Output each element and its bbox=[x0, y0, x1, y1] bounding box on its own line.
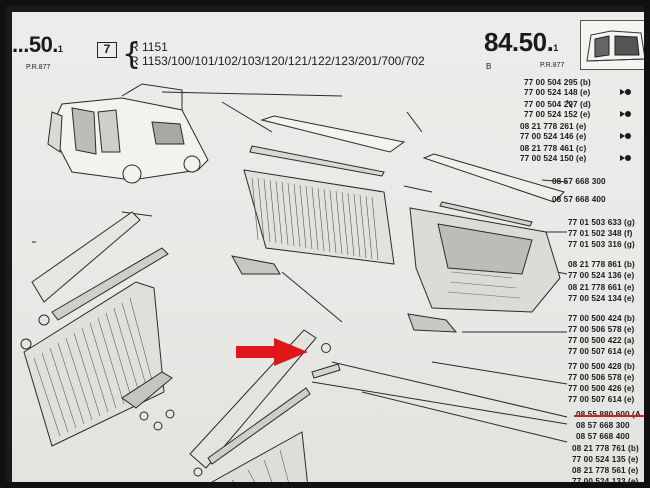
thumbnail-car-doors-image bbox=[580, 20, 644, 70]
part-number: 77 01 502 348 (f) bbox=[568, 229, 633, 238]
part-number: 77 00 524 136 (e) bbox=[568, 271, 635, 280]
part-number: 08 57 668 400 bbox=[552, 195, 606, 204]
part-number: 08 57 668 400 bbox=[576, 432, 630, 441]
part-number: 77 00 500 428 (b) bbox=[568, 362, 635, 371]
part-number: 08 57 668 300 bbox=[552, 177, 606, 186]
left-pr-code: P.R.877 bbox=[26, 64, 51, 71]
right-page-suffix: B bbox=[486, 62, 492, 71]
red-arrow-icon bbox=[236, 338, 308, 366]
part-number: 08 21 778 261 (e) bbox=[520, 122, 587, 131]
part-number: 77 00 506 578 (e) bbox=[568, 373, 635, 382]
right-page-number: 84.50.1 bbox=[484, 27, 558, 57]
part-number: 08 21 778 761 (b) bbox=[572, 444, 639, 453]
part-number: 77 00 524 135 (e) bbox=[572, 455, 639, 464]
part-number: 77 00 524 146 (e) bbox=[520, 132, 587, 141]
part-number: 77 00 524 150 (e) bbox=[520, 154, 587, 163]
part-number: 77 01 503 316 (g) bbox=[568, 240, 635, 249]
part-number: 77 01 503 633 (g) bbox=[568, 218, 635, 227]
exploded-view-illustration bbox=[20, 83, 631, 482]
part-number: 77 00 504 295 (b) bbox=[524, 78, 591, 87]
car-overview-icon bbox=[47, 83, 209, 184]
highlighted-part-number: 08 55 880 600 (A bbox=[576, 410, 644, 419]
part-number: 77 00 524 133 (e) bbox=[572, 477, 639, 486]
model-brace-icon: { bbox=[122, 37, 142, 72]
part-number: 77 00 500 422 (a) bbox=[568, 336, 635, 345]
clip-icons bbox=[620, 89, 631, 161]
part-number: 08 21 778 861 (b) bbox=[568, 260, 635, 269]
part-number: 08 21 778 661 (e) bbox=[568, 283, 635, 292]
right-pr-code: P.R.877 bbox=[540, 62, 565, 69]
part-number: 08 21 778 461 (c) bbox=[520, 144, 587, 153]
catalog-page: ...50.1 P.R.877 7 { R 1151 R 1153/100/10… bbox=[12, 12, 644, 486]
part-number: 77 00 500 424 (b) bbox=[568, 314, 635, 323]
part-number: 77 00 507 614 (e) bbox=[568, 347, 635, 356]
part-number: 77 00 524 134 (e) bbox=[568, 294, 635, 303]
model-line-1: R 1151 bbox=[130, 40, 168, 54]
model-line-2: R 1153/100/101/102/103/120/121/122/123/2… bbox=[130, 54, 425, 68]
part-number: 77 00 524 148 (e) bbox=[524, 88, 591, 97]
part-number: 08 57 668 300 bbox=[576, 421, 630, 430]
thumbnail-car-icon bbox=[586, 30, 644, 62]
part-number: 77 00 507 614 (e) bbox=[568, 395, 635, 404]
section-number-box: 7 bbox=[97, 42, 117, 58]
part-number: 77 00 504 297 (d) bbox=[524, 100, 591, 109]
part-number: 08 21 778 561 (e) bbox=[572, 466, 639, 475]
part-number: 77 00 500 426 (e) bbox=[568, 384, 635, 393]
part-number: 77 00 506 578 (e) bbox=[568, 325, 635, 334]
highlight-underline bbox=[574, 415, 644, 417]
part-number: 77 00 524 152 (e) bbox=[524, 110, 591, 119]
left-page-number: ...50.1 bbox=[12, 32, 63, 57]
